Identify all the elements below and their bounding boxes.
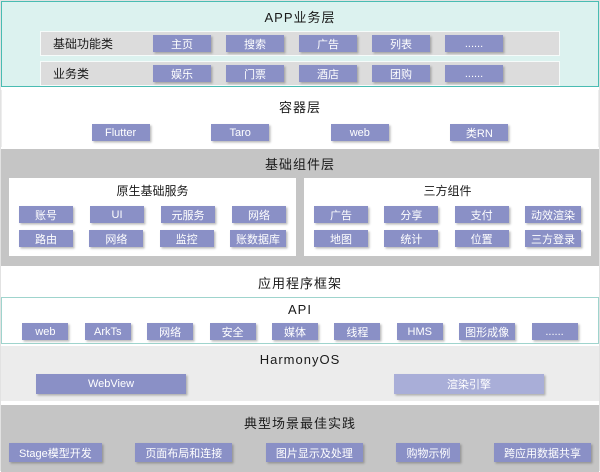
web-chip: web xyxy=(22,323,69,340)
hotel-chip: 酒店 xyxy=(299,65,357,82)
business-label: 业务类 xyxy=(53,67,90,81)
share-chip: 分享 xyxy=(384,206,439,223)
native-services-group: 原生基础服务 账号 UI 元服务 网络 路由 网络 监控 账数据库 xyxy=(9,178,296,256)
more-chip: ...... xyxy=(445,65,503,82)
api-chips: web ArkTs 网络 安全 媒体 线程 HMS 图形成像 ...... xyxy=(2,323,598,340)
security-chip: 安全 xyxy=(209,323,256,340)
media-chip: 媒体 xyxy=(271,323,318,340)
graphics-imaging-chip: 图形成像 xyxy=(459,323,516,340)
best-practices-chips: Stage模型开发 页面布局和连接 图片显示及处理 购物示例 跨应用数据共享 xyxy=(1,443,599,462)
harmonyos-chips: WebView 渲染引擎 xyxy=(1,374,599,394)
groupbuy-chip: 团购 xyxy=(372,65,430,82)
location-chip: 位置 xyxy=(454,230,509,247)
image-display-chip: 图片显示及处理 xyxy=(265,443,363,462)
layer-harmonyos: HarmonyOS WebView 渲染引擎 xyxy=(1,346,599,401)
business-row: 业务类 娱乐 门票 酒店 团购 ...... xyxy=(40,61,560,86)
home-chip: 主页 xyxy=(153,35,211,52)
network-chip: 网络 xyxy=(147,323,194,340)
hms-chip: HMS xyxy=(396,323,443,340)
native-services-title: 原生基础服务 xyxy=(116,184,189,198)
meta-service-chip: 元服务 xyxy=(161,206,215,223)
shopping-demo-chip: 购物示例 xyxy=(396,443,461,462)
basic-function-row: 基础功能类 主页 搜索 广告 列表 ...... xyxy=(40,31,560,56)
taro-chip: Taro xyxy=(211,124,270,141)
map-chip: 地图 xyxy=(314,230,368,247)
statistics-chip: 统计 xyxy=(384,230,439,247)
search-chip: 搜索 xyxy=(226,35,284,52)
ads-chip: 广告 xyxy=(314,206,368,223)
animation-render-chip: 动效渲染 xyxy=(524,206,581,223)
third-party-row-2: 地图 统计 位置 三方登录 xyxy=(314,230,581,247)
native-services-row-2: 路由 网络 监控 账数据库 xyxy=(19,230,286,247)
flutter-chip: Flutter xyxy=(91,124,150,141)
account-chip: 账号 xyxy=(19,206,73,223)
list-chip: 列表 xyxy=(372,35,430,52)
account-db-chip: 账数据库 xyxy=(229,230,286,247)
container-chips: Flutter Taro web 类RN xyxy=(2,124,598,141)
third-party-login-chip: 三方登录 xyxy=(524,230,581,247)
entertainment-chip: 娱乐 xyxy=(153,65,211,82)
third-party-group: 三方组件 广告 分享 支付 动效渲染 地图 统计 位置 三方登录 xyxy=(304,178,591,256)
container-layer-title: 容器层 xyxy=(278,100,321,115)
app-framework-title: 应用程序框架 xyxy=(257,275,342,291)
network-chip: 网络 xyxy=(89,230,144,247)
basic-function-chips: 主页 搜索 广告 列表 ...... xyxy=(153,35,559,52)
network-chip: 网络 xyxy=(232,206,286,223)
arkts-chip: ArkTs xyxy=(84,323,131,340)
third-party-row-1: 广告 分享 支付 动效渲染 xyxy=(314,206,581,223)
tickets-chip: 门票 xyxy=(226,65,284,82)
layer-app-business: APP业务层 基础功能类 主页 搜索 广告 列表 ...... 业务类 娱乐 门… xyxy=(1,1,599,87)
app-business-layer-title: APP业务层 xyxy=(264,10,336,25)
harmonyos-title: HarmonyOS xyxy=(259,352,341,367)
layer-api: API web ArkTs 网络 安全 媒体 线程 HMS 图形成像 .....… xyxy=(1,297,599,344)
cross-app-data-chip: 跨应用数据共享 xyxy=(494,443,591,462)
third-party-title: 三方组件 xyxy=(423,184,472,198)
thread-chip: 线程 xyxy=(334,323,381,340)
stage-model-chip: Stage模型开发 xyxy=(9,443,102,462)
webview-chip: WebView xyxy=(36,374,186,394)
more-chip: ...... xyxy=(445,35,503,52)
business-chips: 娱乐 门票 酒店 团购 ...... xyxy=(153,65,559,82)
layer-app-framework: 应用程序框架 xyxy=(1,269,599,295)
ads-chip: 广告 xyxy=(299,35,357,52)
layer-basic-components: 基础组件层 原生基础服务 账号 UI 元服务 网络 路由 网络 监控 账数据库 … xyxy=(1,149,599,266)
basic-components-layer-title: 基础组件层 xyxy=(264,157,335,172)
monitor-chip: 监控 xyxy=(159,230,214,247)
component-groups: 原生基础服务 账号 UI 元服务 网络 路由 网络 监控 账数据库 三方组件 广… xyxy=(9,178,591,256)
ui-chip: UI xyxy=(90,206,144,223)
layer-best-practices: 典型场景最佳实践 Stage模型开发 页面布局和连接 图片显示及处理 购物示例 … xyxy=(1,405,599,472)
render-engine-chip: 渲染引擎 xyxy=(394,374,544,394)
basic-function-label: 基础功能类 xyxy=(53,37,114,51)
native-services-row-1: 账号 UI 元服务 网络 xyxy=(19,206,286,223)
rn-like-chip: 类RN xyxy=(450,124,509,141)
more-chip: ...... xyxy=(531,323,578,340)
web-chip: web xyxy=(330,124,389,141)
layer-container: 容器层 Flutter Taro web 类RN xyxy=(1,90,599,147)
page-layout-chip: 页面布局和连接 xyxy=(135,443,233,462)
payment-chip: 支付 xyxy=(454,206,509,223)
best-practices-title: 典型场景最佳实践 xyxy=(243,416,356,431)
router-chip: 路由 xyxy=(19,230,73,247)
api-layer-title: API xyxy=(288,302,312,317)
